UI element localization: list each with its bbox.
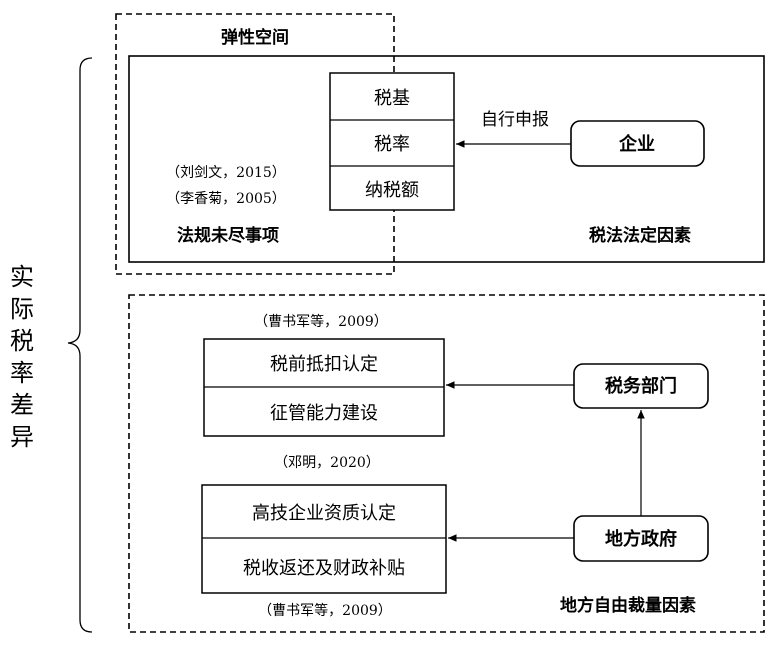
side-label-char-4: 率	[10, 359, 34, 387]
statutory-frame	[128, 55, 765, 263]
self-report-label: 自行申报	[481, 110, 549, 130]
statutory-label: 税法法定因素	[589, 225, 691, 246]
side-label-char-1: 实	[10, 263, 34, 291]
side-label-char-3: 税	[10, 327, 34, 355]
tax-elements-stack: 税基 税率 纳税额	[329, 72, 455, 211]
tax-amount-box: 纳税额	[365, 180, 419, 201]
hightech-qualification-box: 高技企业资质认定	[252, 503, 396, 524]
left-brace	[67, 57, 93, 633]
citation-liu: （刘剑文，2015）	[166, 165, 286, 181]
side-label-char-6: 异	[10, 423, 34, 451]
tax-dept-box	[573, 363, 709, 409]
discretion-label: 地方自由裁量因素	[560, 595, 696, 616]
elastic-space-label: 弹性空间	[221, 27, 289, 48]
enterprise-label: 企业	[618, 133, 655, 155]
citation-li: （李香菊，2005）	[166, 191, 286, 207]
tax-dept-label: 税务部门	[605, 375, 677, 397]
citation-deng: （邓明，2020）	[274, 455, 380, 471]
side-label-char-2: 际	[10, 295, 34, 323]
tax-dept-stack: 税前抵扣认定 征管能力建设	[203, 338, 445, 437]
pretax-deduction-box: 税前抵扣认定	[270, 354, 378, 375]
collection-capacity-box: 征管能力建设	[270, 403, 378, 424]
citation-cao-bottom: （曹书军等，2009）	[258, 602, 392, 619]
local-gov-stack: 高技企业资质认定 税收返还及财政补贴	[201, 484, 447, 594]
local-gov-label: 地方政府	[605, 528, 677, 550]
side-label: 实 际 税 率 差 异	[10, 263, 34, 451]
tax-rebate-subsidy-box: 税收返还及财政补贴	[243, 558, 405, 579]
discretion-frame	[128, 294, 765, 633]
unregulated-label: 法规未尽事项	[177, 225, 279, 246]
tax-base-box: 税基	[374, 88, 410, 109]
tax-rate-box: 税率	[374, 134, 410, 155]
side-label-char-5: 差	[10, 391, 34, 419]
citation-cao-top: （曹书军等，2009）	[254, 313, 388, 330]
elastic-space-frame	[115, 13, 395, 275]
